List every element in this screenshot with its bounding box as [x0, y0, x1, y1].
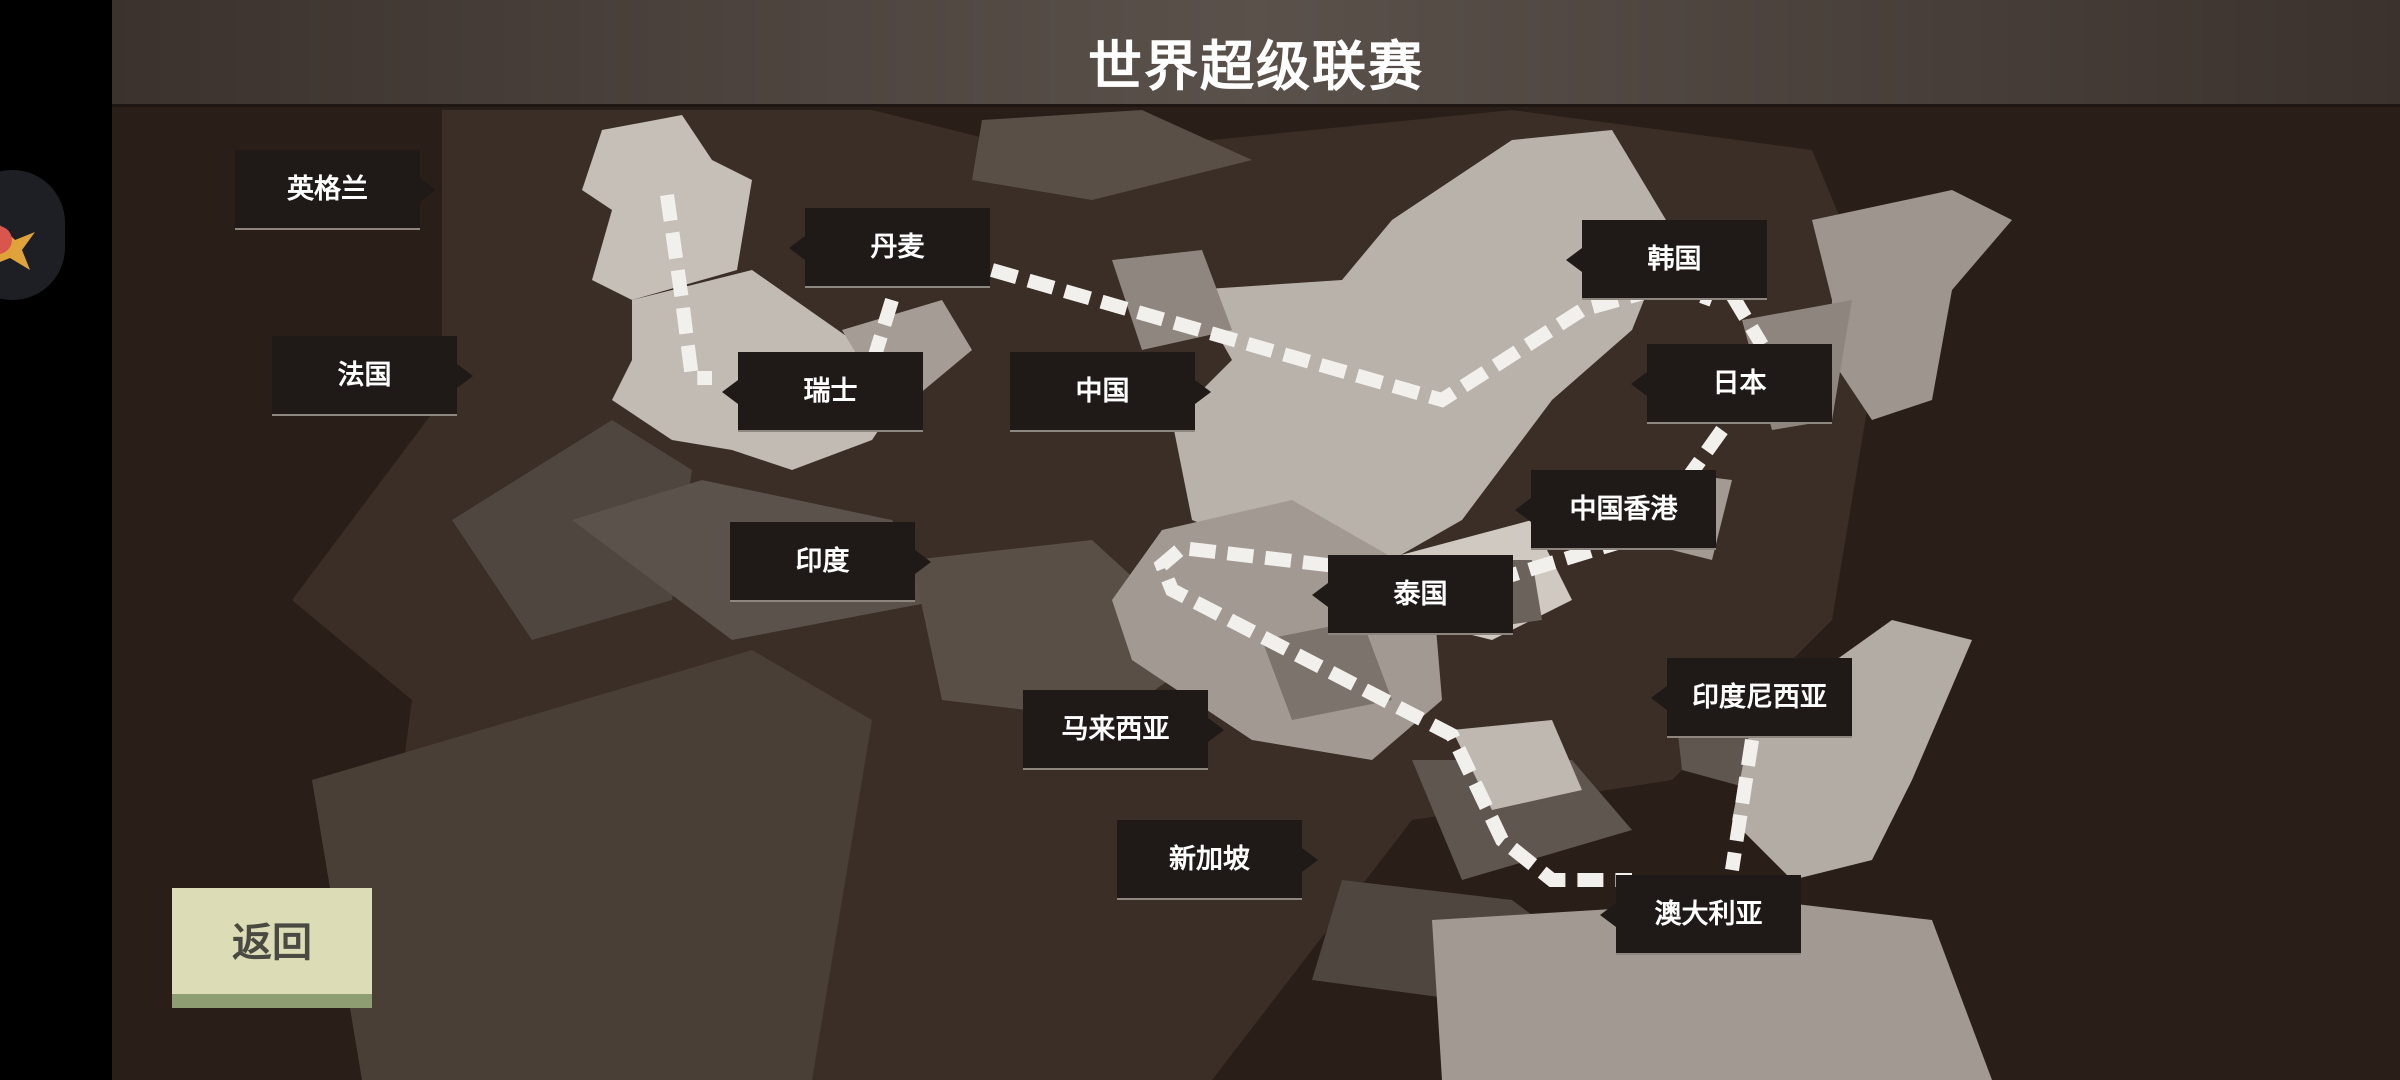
region-china[interactable]: 中国 — [1010, 352, 1211, 432]
region-india[interactable]: 印度 — [730, 522, 931, 602]
region-singapore[interactable]: 新加坡 — [1117, 820, 1318, 900]
game-screen: 世界超级联赛 英格兰 法国 丹麦 瑞士 中国 印度 韩国 日本 中国香港 泰国 … — [112, 0, 2400, 1080]
region-japan[interactable]: 日本 — [1631, 344, 1832, 424]
region-malaysia[interactable]: 马来西亚 — [1023, 690, 1224, 770]
region-korea[interactable]: 韩国 — [1566, 220, 1767, 300]
title-bar: 世界超级联赛 — [112, 0, 2400, 107]
system-left-bar — [0, 0, 112, 1080]
region-denmark[interactable]: 丹麦 — [789, 208, 990, 288]
region-hongkong[interactable]: 中国香港 — [1515, 470, 1716, 550]
region-thailand[interactable]: 泰国 — [1312, 555, 1513, 635]
back-button[interactable]: 返回 — [172, 888, 372, 1008]
region-switzerland[interactable]: 瑞士 — [722, 352, 923, 432]
region-australia[interactable]: 澳大利亚 — [1600, 875, 1801, 955]
region-indonesia[interactable]: 印度尼西亚 — [1651, 658, 1852, 738]
floating-assistant-icon[interactable] — [0, 170, 65, 300]
world-map — [292, 110, 2012, 1080]
page-title: 世界超级联赛 — [1088, 35, 1424, 98]
region-england[interactable]: 英格兰 — [235, 150, 436, 230]
region-france[interactable]: 法国 — [272, 336, 473, 416]
